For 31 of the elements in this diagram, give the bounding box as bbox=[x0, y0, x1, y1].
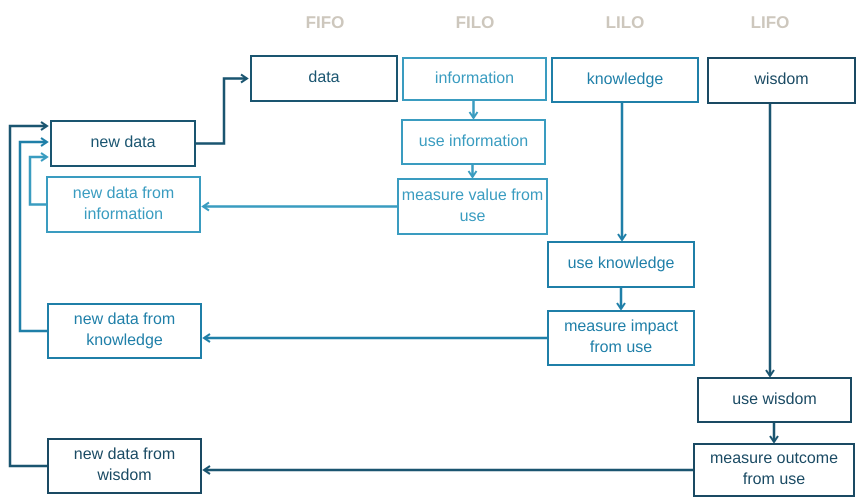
process-box: use wisdom bbox=[697, 377, 852, 423]
process-box: new data bbox=[50, 120, 196, 167]
column-heading: FIFO bbox=[306, 12, 344, 34]
arrow bbox=[468, 165, 478, 178]
arrow bbox=[769, 423, 779, 443]
arrow bbox=[616, 288, 626, 310]
column-heading: FILO bbox=[456, 12, 494, 34]
column-heading: LILO bbox=[606, 12, 644, 34]
arrow bbox=[203, 333, 547, 343]
arrow bbox=[196, 74, 248, 145]
process-box: use information bbox=[401, 119, 546, 165]
process-box: new data from information bbox=[46, 176, 201, 233]
arrow bbox=[617, 103, 627, 241]
arrow bbox=[468, 101, 478, 119]
process-box: measure value from use bbox=[397, 178, 548, 235]
process-box: data bbox=[250, 55, 398, 102]
arrow bbox=[202, 202, 397, 212]
arrow bbox=[765, 104, 775, 377]
arrow bbox=[8, 121, 48, 468]
process-box: wisdom bbox=[707, 57, 856, 104]
arrow bbox=[203, 465, 693, 475]
process-box: new data from knowledge bbox=[47, 303, 202, 359]
column-heading: LIFO bbox=[750, 12, 790, 34]
process-box: use knowledge bbox=[547, 241, 695, 288]
process-box: measure outcome from use bbox=[693, 443, 855, 497]
process-box: new data from wisdom bbox=[47, 438, 202, 494]
process-box: measure impact from use bbox=[547, 310, 695, 366]
process-box: knowledge bbox=[551, 57, 699, 103]
arrow bbox=[18, 137, 48, 332]
process-box: information bbox=[402, 57, 547, 101]
arrow bbox=[28, 152, 48, 206]
